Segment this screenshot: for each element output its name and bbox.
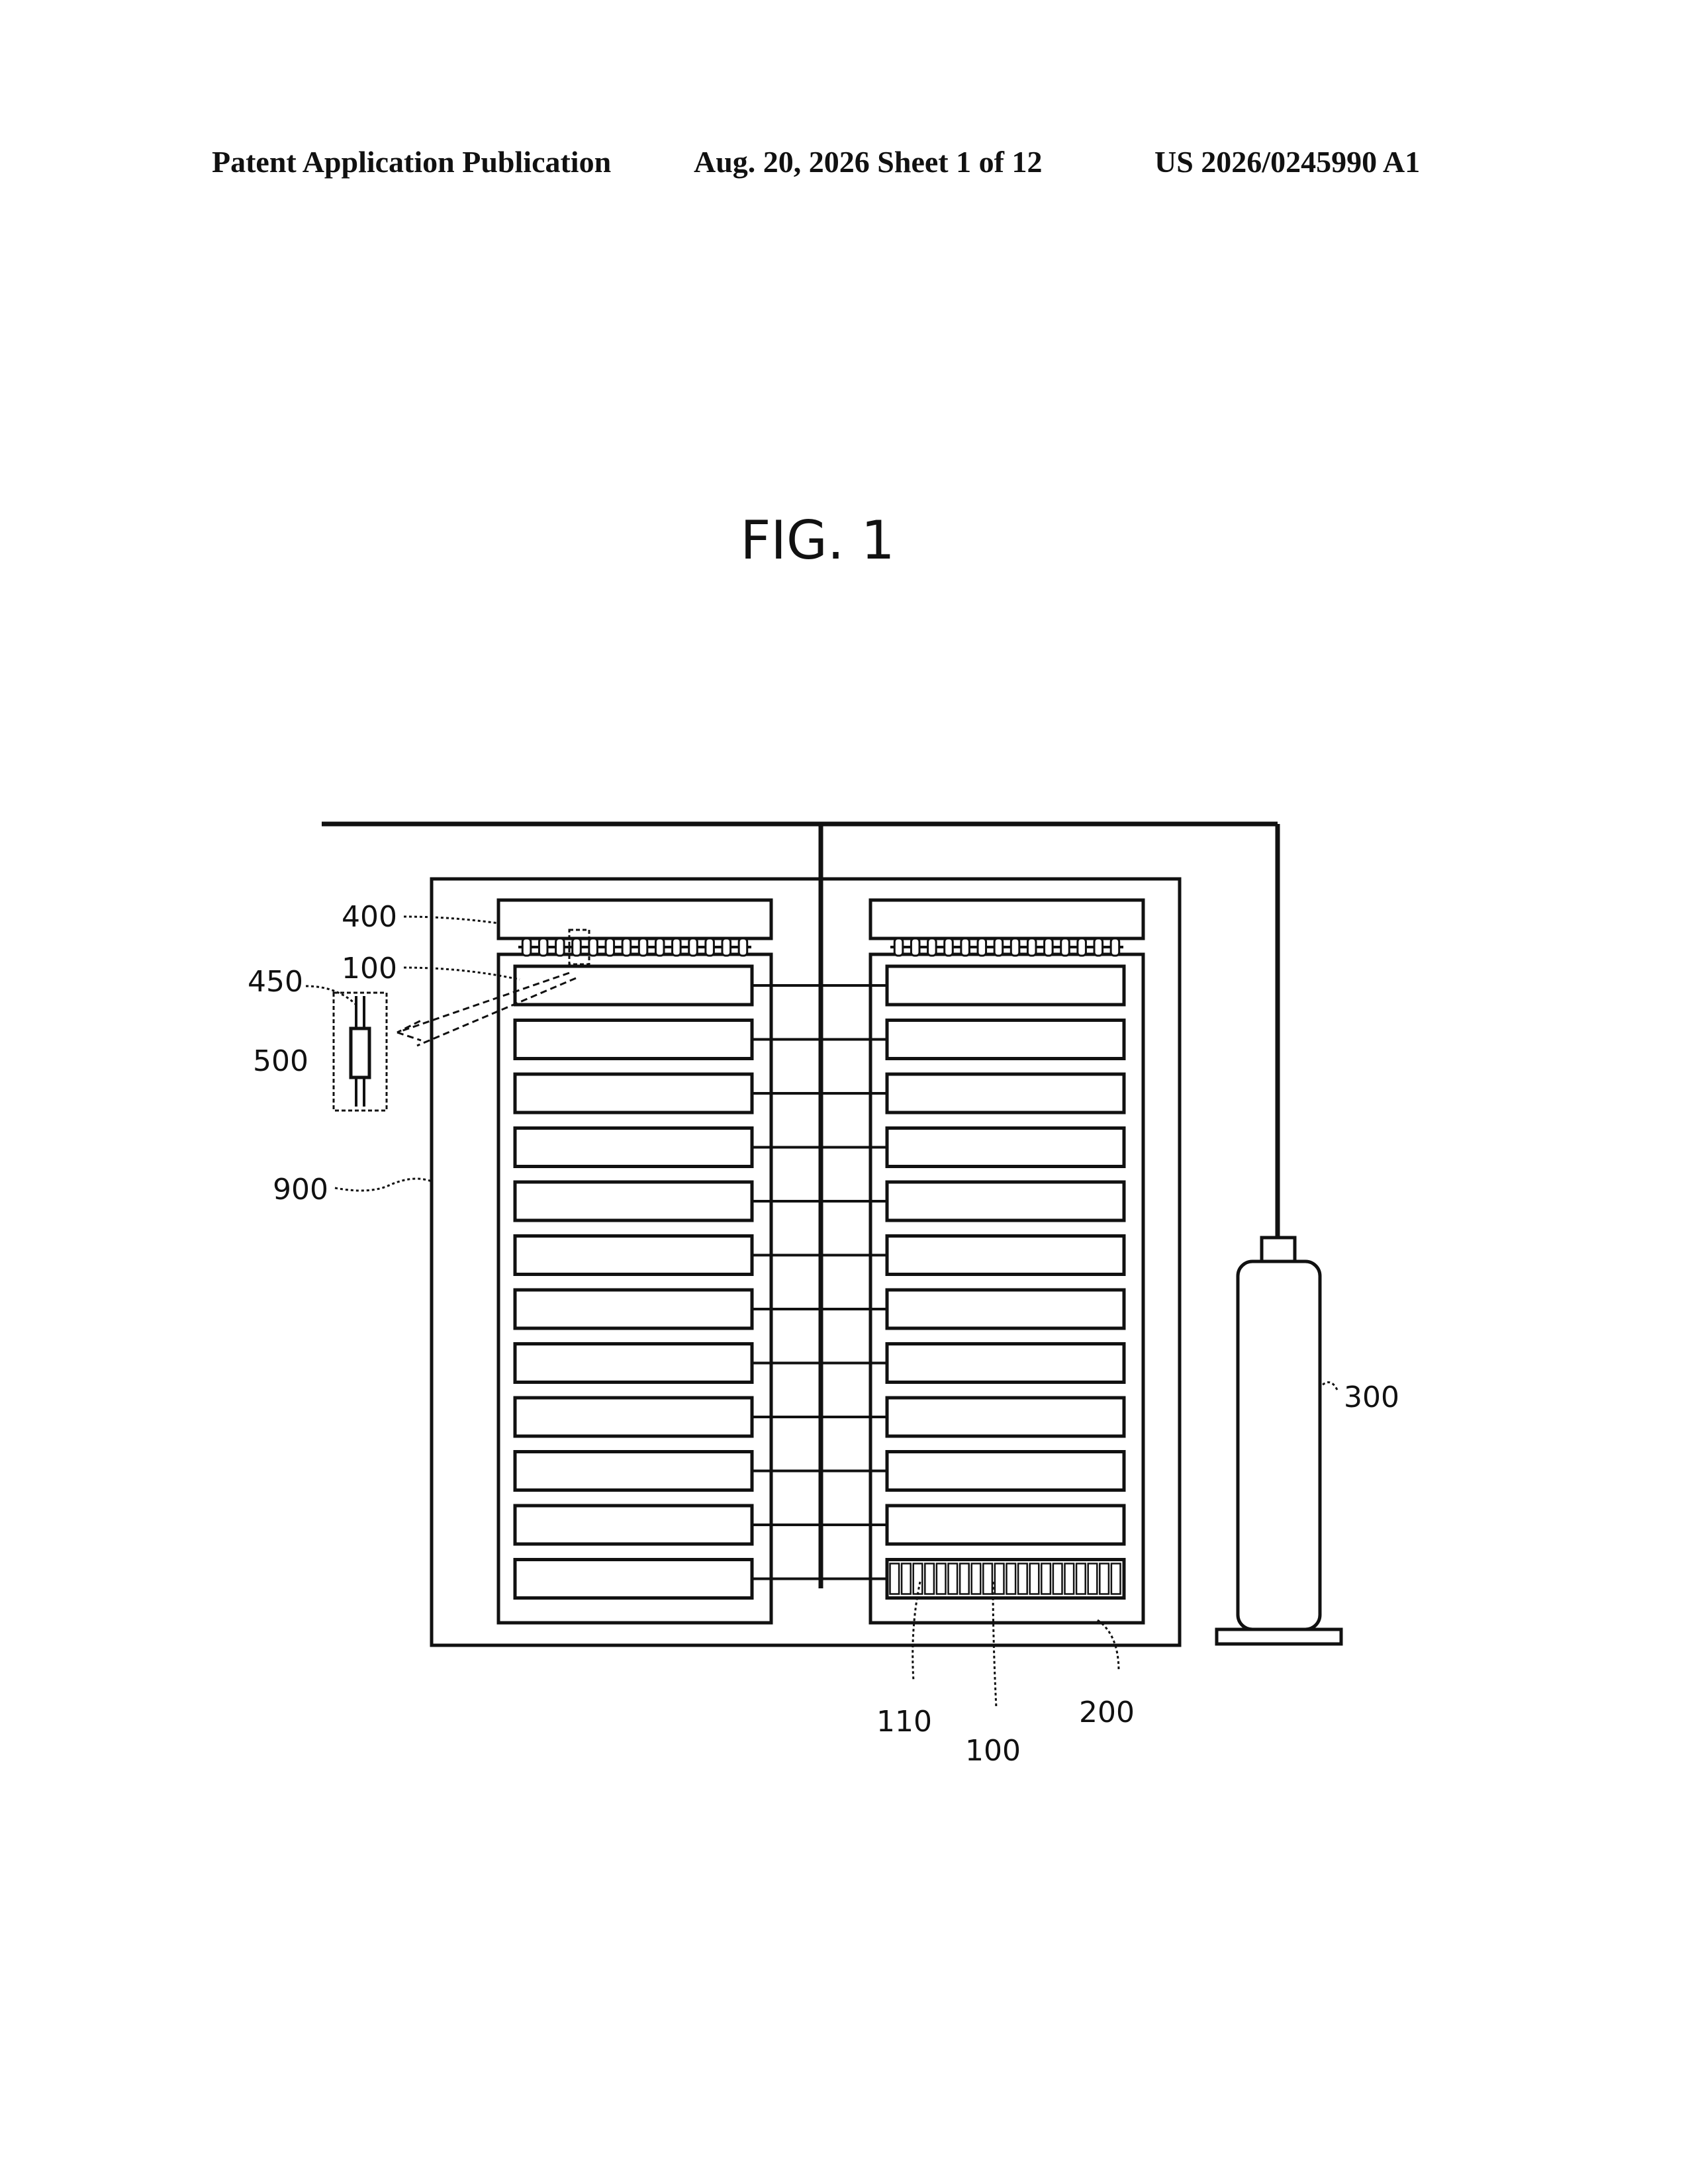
label-100-top: 100: [342, 952, 397, 985]
cell-110: [1111, 1564, 1121, 1594]
battery-module-left: [515, 1128, 752, 1167]
cell-110: [1053, 1564, 1062, 1594]
fuse-element: [911, 938, 919, 956]
fuse-element: [894, 938, 903, 956]
battery-module-left: [515, 1452, 752, 1490]
label-100-bottom: 100: [965, 1734, 1021, 1768]
battery-module-right: [887, 1236, 1124, 1275]
leader-900: [335, 1179, 432, 1191]
battery-module-left: [515, 1290, 752, 1328]
label-200: 200: [1079, 1696, 1135, 1729]
fuse-element: [606, 938, 614, 956]
fuse-element: [589, 938, 598, 956]
fuse-element: [639, 938, 647, 956]
fuse-element: [556, 938, 565, 956]
battery-module-right: [887, 966, 1124, 1005]
cell-110: [1100, 1564, 1109, 1594]
cylinder-300-base: [1217, 1629, 1341, 1644]
battery-module-right: [887, 1128, 1124, 1167]
battery-module-right: [887, 1290, 1124, 1328]
cell-110: [983, 1564, 992, 1594]
battery-module-right: [887, 1182, 1124, 1220]
battery-module-right: [887, 1344, 1124, 1383]
fuse-element: [1011, 938, 1019, 956]
cell-110: [1041, 1564, 1051, 1594]
leader-450: [306, 986, 357, 1006]
detail-arrow-b: [417, 978, 576, 1046]
fuse-element: [1078, 938, 1086, 956]
label-900: 900: [273, 1173, 328, 1206]
cell-110: [995, 1564, 1004, 1594]
fuse-element: [622, 938, 631, 956]
battery-module-left: [515, 1182, 752, 1220]
leader-100-top: [404, 968, 520, 979]
fuse-element: [928, 938, 937, 956]
battery-module-right: [887, 1398, 1124, 1436]
fuse-element: [1027, 938, 1036, 956]
fuse-element: [961, 938, 970, 956]
cell-110: [972, 1564, 981, 1594]
cell-110: [1088, 1564, 1098, 1594]
fuse-element: [945, 938, 953, 956]
leader-300: [1321, 1383, 1337, 1390]
label-300: 300: [1344, 1381, 1399, 1414]
fuse-element: [1094, 938, 1103, 956]
fuse-element: [706, 938, 714, 956]
label-450: 450: [248, 965, 303, 999]
cylinder-300-valve: [1262, 1238, 1295, 1261]
fuse-element: [978, 938, 986, 956]
leader-400: [404, 917, 498, 923]
detail-arrow: [397, 973, 569, 1040]
battery-module-left: [515, 1074, 752, 1113]
cell-110: [1076, 1564, 1086, 1594]
battery-module-left: [515, 966, 752, 1005]
unit-400-right: [870, 900, 1143, 938]
fuse-element: [739, 938, 747, 956]
fuse-element: [994, 938, 1003, 956]
fuse-element: [522, 938, 531, 956]
fuse-element: [1045, 938, 1053, 956]
fuse-element: [722, 938, 731, 956]
label-500: 500: [253, 1044, 308, 1078]
fuse-500: [351, 1028, 369, 1077]
fuse-element: [1061, 938, 1070, 956]
cell-110: [949, 1564, 958, 1594]
cell-110: [960, 1564, 969, 1594]
battery-module-left: [515, 1398, 752, 1436]
cell-110: [1030, 1564, 1039, 1594]
cell-110: [1065, 1564, 1074, 1594]
label-110: 110: [876, 1705, 932, 1739]
fuse-element: [1111, 938, 1119, 956]
cell-110: [925, 1564, 934, 1594]
cell-110: [1018, 1564, 1027, 1594]
battery-module-left: [515, 1506, 752, 1544]
cell-110: [937, 1564, 946, 1594]
battery-module-left: [515, 1344, 752, 1383]
label-400: 400: [342, 900, 397, 934]
fuse-element: [655, 938, 664, 956]
battery-module-left: [515, 1021, 752, 1059]
cylinder-300-body: [1238, 1261, 1320, 1629]
battery-module-right: [887, 1506, 1124, 1544]
battery-module-right: [887, 1021, 1124, 1059]
fuse-element: [689, 938, 698, 956]
battery-module-right: [887, 1452, 1124, 1490]
cell-110: [902, 1564, 911, 1594]
cell-110: [1007, 1564, 1016, 1594]
unit-400-left: [498, 900, 771, 938]
cell-110: [890, 1564, 900, 1594]
enclosure-900: [432, 879, 1180, 1645]
fuse-element: [539, 938, 547, 956]
battery-module-left: [515, 1236, 752, 1275]
fuse-element: [573, 938, 581, 956]
battery-module-left: [515, 1560, 752, 1598]
battery-module-right: [887, 1074, 1124, 1113]
fuse-element: [673, 938, 681, 956]
cell-110: [914, 1564, 923, 1594]
